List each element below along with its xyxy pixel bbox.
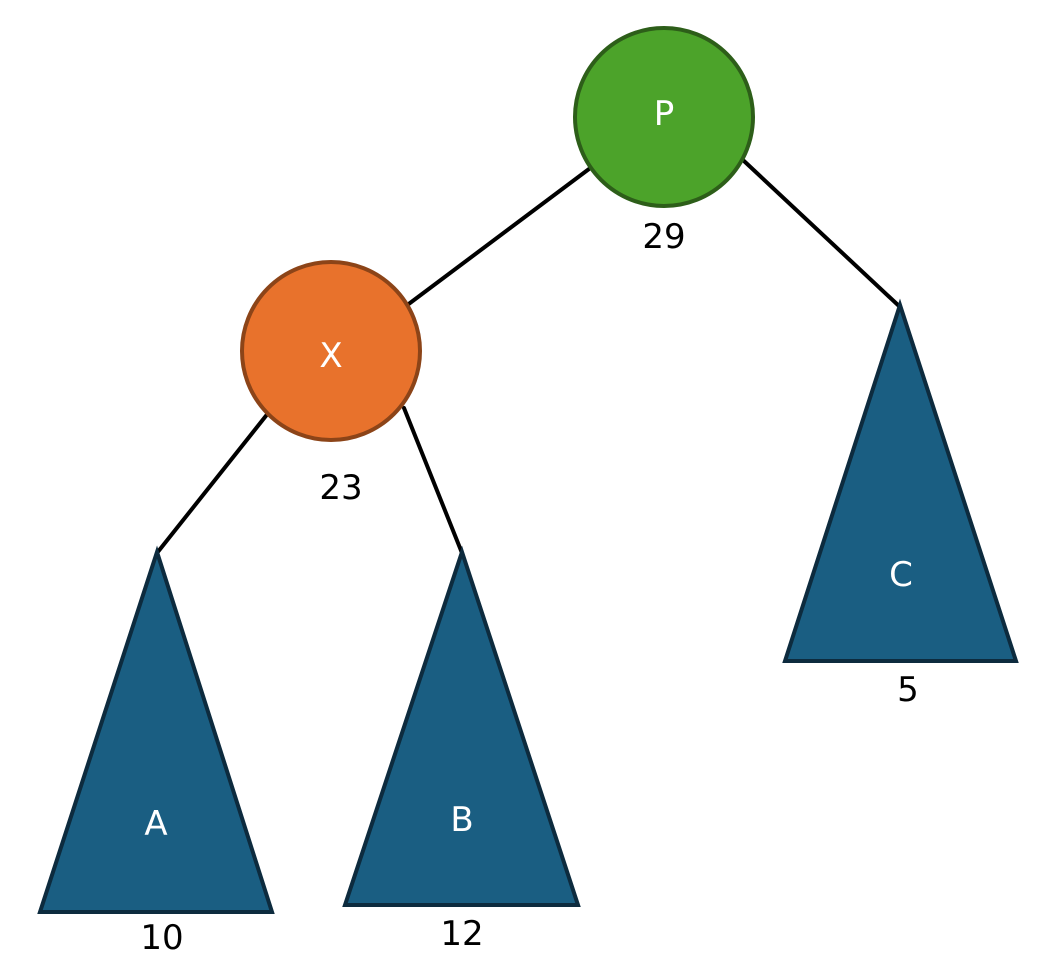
- edge-pivot-to-subtree-a: [155, 410, 271, 555]
- node-group: [240, 26, 755, 442]
- subtree-triangle-a[interactable]: [37, 545, 275, 914]
- edge-parent-to-pivot: [404, 161, 599, 308]
- node-circle-parent[interactable]: [573, 26, 755, 208]
- value-label-group: 29 23 10 12 5: [140, 217, 918, 958]
- value-label-subtree-b: 12: [440, 914, 483, 954]
- edge-group: [155, 159, 901, 555]
- subtree-label-a: A: [144, 804, 167, 844]
- subtree-label-c: C: [889, 555, 913, 595]
- shape-letter-group: P X A B C: [144, 94, 913, 844]
- value-label-subtree-a: 10: [140, 918, 183, 958]
- node-label-parent: P: [654, 94, 675, 134]
- edge-parent-to-subtree-c: [742, 159, 901, 308]
- subtree-label-b: B: [450, 800, 473, 840]
- subtree-group: [37, 298, 1019, 914]
- node-label-pivot: X: [319, 336, 342, 376]
- value-label-parent: 29: [642, 217, 685, 257]
- value-label-subtree-c: 5: [897, 670, 919, 710]
- edge-pivot-to-subtree-b: [402, 406, 464, 555]
- node-circle-pivot[interactable]: [240, 260, 422, 442]
- value-label-pivot: 23: [319, 468, 362, 508]
- subtree-triangle-b[interactable]: [342, 545, 581, 907]
- subtree-triangle-c[interactable]: [782, 298, 1019, 663]
